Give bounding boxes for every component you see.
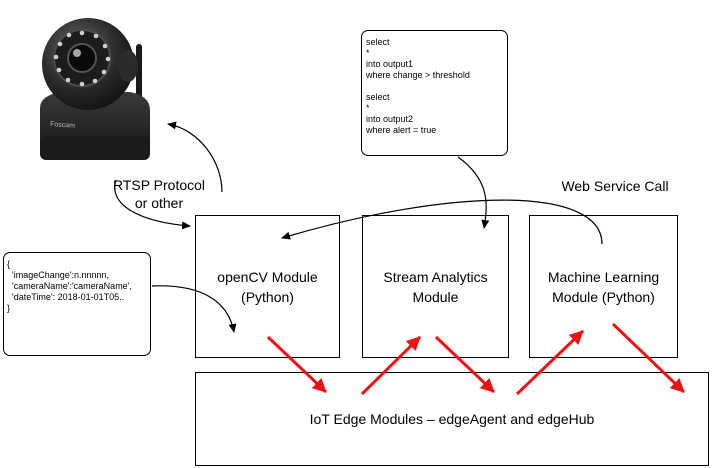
json-line: } xyxy=(7,303,11,313)
query-callout: select * into output1 where change > thr… xyxy=(361,30,508,156)
query-line: select xyxy=(366,37,390,47)
machine-learning-module-box: Machine Learning Module (Python) xyxy=(529,215,678,358)
data-flow-arrow xyxy=(611,322,686,394)
opencv-module-label: openCV Module (Python) xyxy=(217,268,318,305)
opencv-module-box: openCV Module (Python) xyxy=(195,215,340,358)
query-line: into output1 xyxy=(366,59,414,69)
data-flow-arrow xyxy=(515,329,585,396)
query-line: select xyxy=(366,92,390,102)
rtsp-protocol-label: RTSP Protocol or other xyxy=(112,177,206,211)
data-flow-arrow xyxy=(360,335,422,396)
query-line: where alert = true xyxy=(366,125,437,135)
web-service-call-label: Web Service Call xyxy=(561,178,669,194)
query-line: into output2 xyxy=(366,114,414,124)
query-line: * xyxy=(366,48,370,58)
query-to-stream-arrow xyxy=(457,156,490,229)
json-line: 'dateTime': 2018-01-01T05.. xyxy=(7,292,125,302)
data-flow-arrow xyxy=(266,335,328,394)
iot-edge-modules-label: IoT Edge Modules – edgeAgent and edgeHub xyxy=(309,411,595,427)
camera-feedback-arrow xyxy=(167,121,223,193)
data-flow-arrow xyxy=(434,335,496,394)
iot-edge-modules-box: IoT Edge Modules – edgeAgent and edgeHub xyxy=(195,372,709,466)
json-line: 'cameraName':'cameraName', xyxy=(7,281,132,291)
web-service-call-arrow xyxy=(281,199,603,245)
json-line: { xyxy=(7,259,11,269)
query-line: where change > threshold xyxy=(366,70,470,80)
json-to-opencv-arrow xyxy=(151,285,237,333)
query-line: * xyxy=(366,103,370,113)
json-callout: { 'imageChange':n.nnnnn, 'cameraName':'c… xyxy=(3,252,151,356)
stream-analytics-module-box: Stream Analytics Module xyxy=(362,215,509,358)
svg-text:Foscam: Foscam xyxy=(50,121,75,130)
rtsp-flow-arrow xyxy=(114,179,191,230)
machine-learning-module-label: Machine Learning Module (Python) xyxy=(547,268,660,305)
stream-analytics-module-label: Stream Analytics Module xyxy=(383,268,488,305)
json-line: 'imageChange':n.nnnnn, xyxy=(7,270,110,280)
